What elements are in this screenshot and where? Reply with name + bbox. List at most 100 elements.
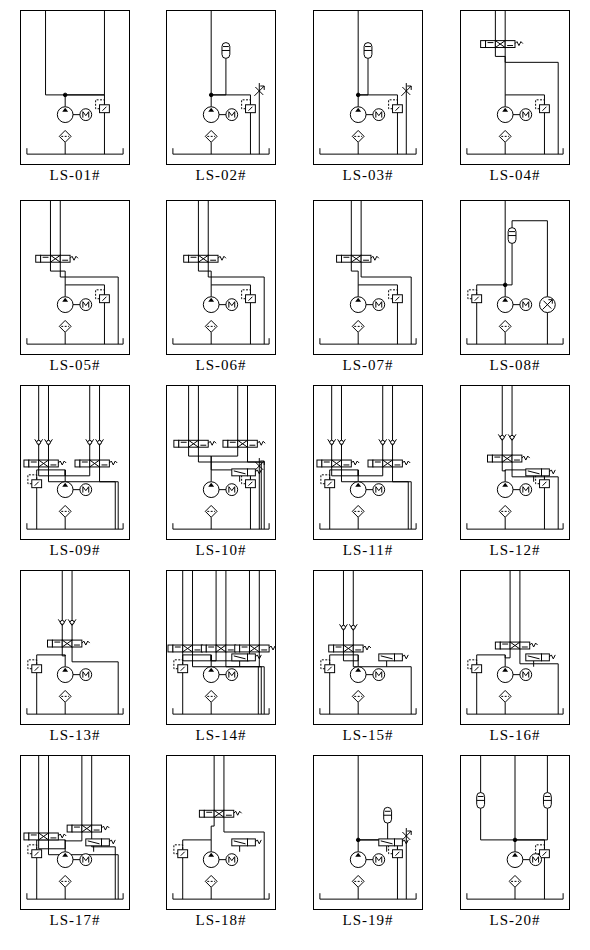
stroke <box>355 483 361 487</box>
stroke <box>183 655 211 665</box>
schematic-panel: LS-04# <box>460 10 570 165</box>
stroke <box>468 660 477 669</box>
stroke <box>36 673 37 714</box>
panel-label: LS-09# <box>48 542 103 559</box>
stroke <box>35 482 39 486</box>
stroke <box>173 893 269 899</box>
stroke <box>476 303 477 344</box>
stroke <box>208 108 214 112</box>
stroke <box>383 460 393 467</box>
stroke <box>50 255 60 262</box>
stroke <box>391 440 395 444</box>
stroke <box>211 11 212 95</box>
stroke <box>48 756 49 833</box>
stroke <box>407 831 411 835</box>
stroke <box>502 455 512 462</box>
panel-label: LS-19# <box>341 912 396 929</box>
stroke <box>37 655 65 665</box>
stroke <box>477 800 485 801</box>
stroke <box>523 112 529 118</box>
stroke <box>248 482 252 486</box>
stroke <box>352 320 364 332</box>
stroke <box>543 301 551 309</box>
stroke <box>208 647 214 648</box>
stroke <box>488 455 493 462</box>
stroke <box>62 640 72 647</box>
stroke <box>96 100 105 109</box>
stroke <box>533 661 534 667</box>
panel-label: LS-10# <box>194 542 249 559</box>
stroke <box>328 667 332 671</box>
stroke <box>549 470 555 474</box>
stroke <box>174 660 183 669</box>
stroke <box>248 839 256 846</box>
stroke <box>189 255 199 262</box>
stroke <box>351 201 352 255</box>
stroke <box>61 326 69 327</box>
stroke <box>208 853 214 857</box>
stroke <box>523 302 529 308</box>
stroke <box>62 108 68 112</box>
stroke <box>500 642 510 649</box>
stroke <box>39 460 49 467</box>
stroke <box>250 303 251 344</box>
stroke <box>373 460 383 467</box>
stroke <box>511 881 519 882</box>
stroke <box>82 462 88 463</box>
stroke <box>82 825 92 832</box>
stroke <box>39 833 49 840</box>
stroke <box>350 667 366 683</box>
stroke <box>104 113 105 154</box>
stroke <box>341 255 351 262</box>
stroke <box>402 832 410 840</box>
stroke <box>358 11 359 95</box>
stroke <box>27 338 123 344</box>
stroke <box>198 447 264 529</box>
stroke <box>467 523 563 529</box>
schematic-panel: LS-17# <box>20 755 130 910</box>
stroke <box>520 484 532 496</box>
stroke <box>242 100 251 109</box>
stroke <box>352 505 364 517</box>
stroke <box>223 440 228 447</box>
stroke <box>36 488 37 529</box>
stroke <box>248 469 256 476</box>
panel-label: LS-12# <box>488 542 543 559</box>
stroke <box>341 460 351 467</box>
stroke <box>86 839 102 846</box>
stroke <box>27 523 123 529</box>
stroke <box>520 642 530 649</box>
stroke <box>218 256 226 260</box>
stroke <box>214 810 224 817</box>
stroke <box>497 482 513 498</box>
stroke <box>75 460 80 467</box>
stroke <box>248 107 252 111</box>
stroke <box>499 690 511 702</box>
stroke <box>70 620 74 624</box>
schematic-panel: LS-07# <box>313 200 423 355</box>
stroke <box>193 652 265 714</box>
stroke <box>542 469 550 476</box>
stroke <box>540 297 556 313</box>
stroke <box>65 467 90 476</box>
stroke <box>355 853 361 857</box>
stroke <box>82 825 92 832</box>
stroke <box>194 649 200 650</box>
panel-label: LS-03# <box>341 167 396 184</box>
stroke <box>109 461 117 465</box>
stroke <box>206 645 216 652</box>
stroke <box>512 455 522 462</box>
stroke <box>189 440 199 447</box>
stroke <box>361 262 411 344</box>
stroke <box>501 696 509 697</box>
stroke <box>332 460 342 467</box>
stroke <box>258 652 260 714</box>
stroke <box>239 661 240 667</box>
stroke <box>328 482 332 486</box>
stroke <box>208 668 214 672</box>
stroke <box>334 645 344 652</box>
stroke <box>96 290 105 299</box>
stroke <box>59 690 71 702</box>
stroke <box>329 488 330 529</box>
stroke <box>80 460 90 467</box>
